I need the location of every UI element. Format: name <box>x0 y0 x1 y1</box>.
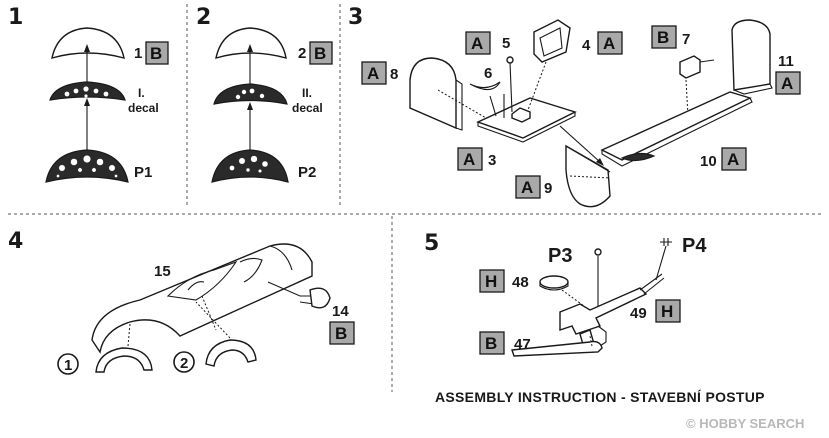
step-2-part-ref-box: B <box>309 41 333 65</box>
canopy-part-15 <box>91 243 313 354</box>
step-5-number: 5 <box>424 231 439 256</box>
step-4-sub-1: 1 <box>64 357 72 374</box>
step-3-ref-4: A <box>597 31 623 55</box>
step-3-part-9: 9 <box>544 180 552 197</box>
watermark: © HOBBY SEARCH <box>686 416 804 431</box>
step-1: 1 1 B I. decal P1 <box>8 5 169 183</box>
drum-part-48 <box>539 275 569 289</box>
step-2-number: 2 <box>196 5 211 30</box>
step-4-part-14: 14 <box>332 303 349 320</box>
step-5: 5 P3 P4 H 48 49 H B 47 <box>424 231 707 357</box>
decal-panel-2 <box>213 83 288 105</box>
step-5-ref-48: H <box>479 269 505 293</box>
svg-text:B: B <box>657 28 669 47</box>
step-3-part-11: 11 <box>778 53 794 70</box>
step-1-part-number: 1 <box>134 45 142 62</box>
svg-text:A: A <box>463 150 475 169</box>
svg-text:H: H <box>661 302 673 321</box>
step-4-ref-14: B <box>329 321 355 345</box>
step-2-decal-line1: II. <box>302 86 312 100</box>
step-5-ref-47: B <box>479 331 505 355</box>
instrument-cover-part-2 <box>215 27 287 60</box>
step-5-part-48: 48 <box>512 274 529 291</box>
step-1-part-ref-box: B <box>145 41 169 65</box>
instrument-cover-part <box>51 27 125 59</box>
step-4-circle-1 <box>57 353 79 375</box>
step-5-ref-49: H <box>655 299 681 323</box>
svg-text:A: A <box>367 64 379 83</box>
step-3-part-5: 5 <box>502 35 510 52</box>
svg-text:A: A <box>603 34 615 53</box>
svg-text:H: H <box>485 272 497 291</box>
footer-title: ASSEMBLY INSTRUCTION - STAVEBNÍ POSTUP <box>435 389 765 405</box>
svg-text:A: A <box>727 150 739 169</box>
step-1-decal-line1: I. <box>138 86 145 100</box>
step-3-part-8: 8 <box>390 66 398 83</box>
step-3-ref-5: A <box>465 31 491 55</box>
handle-part-14 <box>309 287 331 309</box>
step-2: 2 2 B II. decal P2 <box>196 5 333 183</box>
step-1-decal-line2: decal <box>128 101 159 115</box>
seat-part-4 <box>533 19 571 63</box>
step-4-part-15: 15 <box>154 263 171 280</box>
step-3-ref-10: A <box>721 147 747 171</box>
step-3-part-10: 10 <box>700 153 717 170</box>
panel-dividers <box>8 4 822 392</box>
step-1-number: 1 <box>8 5 23 30</box>
svg-text:A: A <box>471 34 483 53</box>
step-4: 4 15 14 B 1 2 <box>8 229 355 375</box>
step-3-part-6: 6 <box>484 65 492 82</box>
canopy-frame-1 <box>95 347 153 373</box>
step-2-part-number: 2 <box>298 45 306 62</box>
step-4-number: 4 <box>8 229 23 254</box>
etched-panel-p1 <box>45 149 129 183</box>
machine-gun <box>559 287 648 335</box>
small-block <box>511 107 531 123</box>
svg-text:B: B <box>150 44 162 63</box>
svg-text:A: A <box>781 74 793 93</box>
step-3-part-7: 7 <box>682 31 690 48</box>
step-3-ref-9: A <box>515 175 541 199</box>
step-3-ref-8: A <box>361 61 387 85</box>
svg-text:B: B <box>314 44 326 63</box>
svg-text:B: B <box>335 324 347 343</box>
etched-panel-p2 <box>211 149 289 183</box>
step-3-part-4: 4 <box>582 37 591 54</box>
step-4-sub-2: 2 <box>180 355 188 372</box>
step-3-ref-3: A <box>457 147 483 171</box>
step-3-ref-7: B <box>651 25 677 49</box>
svg-text:B: B <box>485 334 497 353</box>
step-1-panel-label: P1 <box>134 164 152 181</box>
canopy-frame-2 <box>205 339 257 367</box>
bracket-part-7 <box>679 55 701 79</box>
step-4-circle-2 <box>173 351 195 373</box>
step-3-ref-11: A <box>775 71 801 95</box>
floor-cutout <box>620 152 656 162</box>
step-3-part-3: 3 <box>488 152 496 169</box>
step-5-p3: P3 <box>548 245 572 267</box>
step-3-number: 3 <box>348 5 363 30</box>
bulkhead-part-11 <box>731 19 771 91</box>
step-2-panel-label: P2 <box>298 164 316 181</box>
step-2-decal-line2: decal <box>292 101 323 115</box>
step-5-part-49: 49 <box>630 305 647 322</box>
step-5-p4: P4 <box>682 235 707 257</box>
step-5-part-47: 47 <box>514 336 531 353</box>
bulkhead-part-8 <box>409 57 457 130</box>
panel-part-9 <box>565 144 611 208</box>
svg-text:A: A <box>521 178 533 197</box>
step-3: 3 <box>348 5 801 208</box>
